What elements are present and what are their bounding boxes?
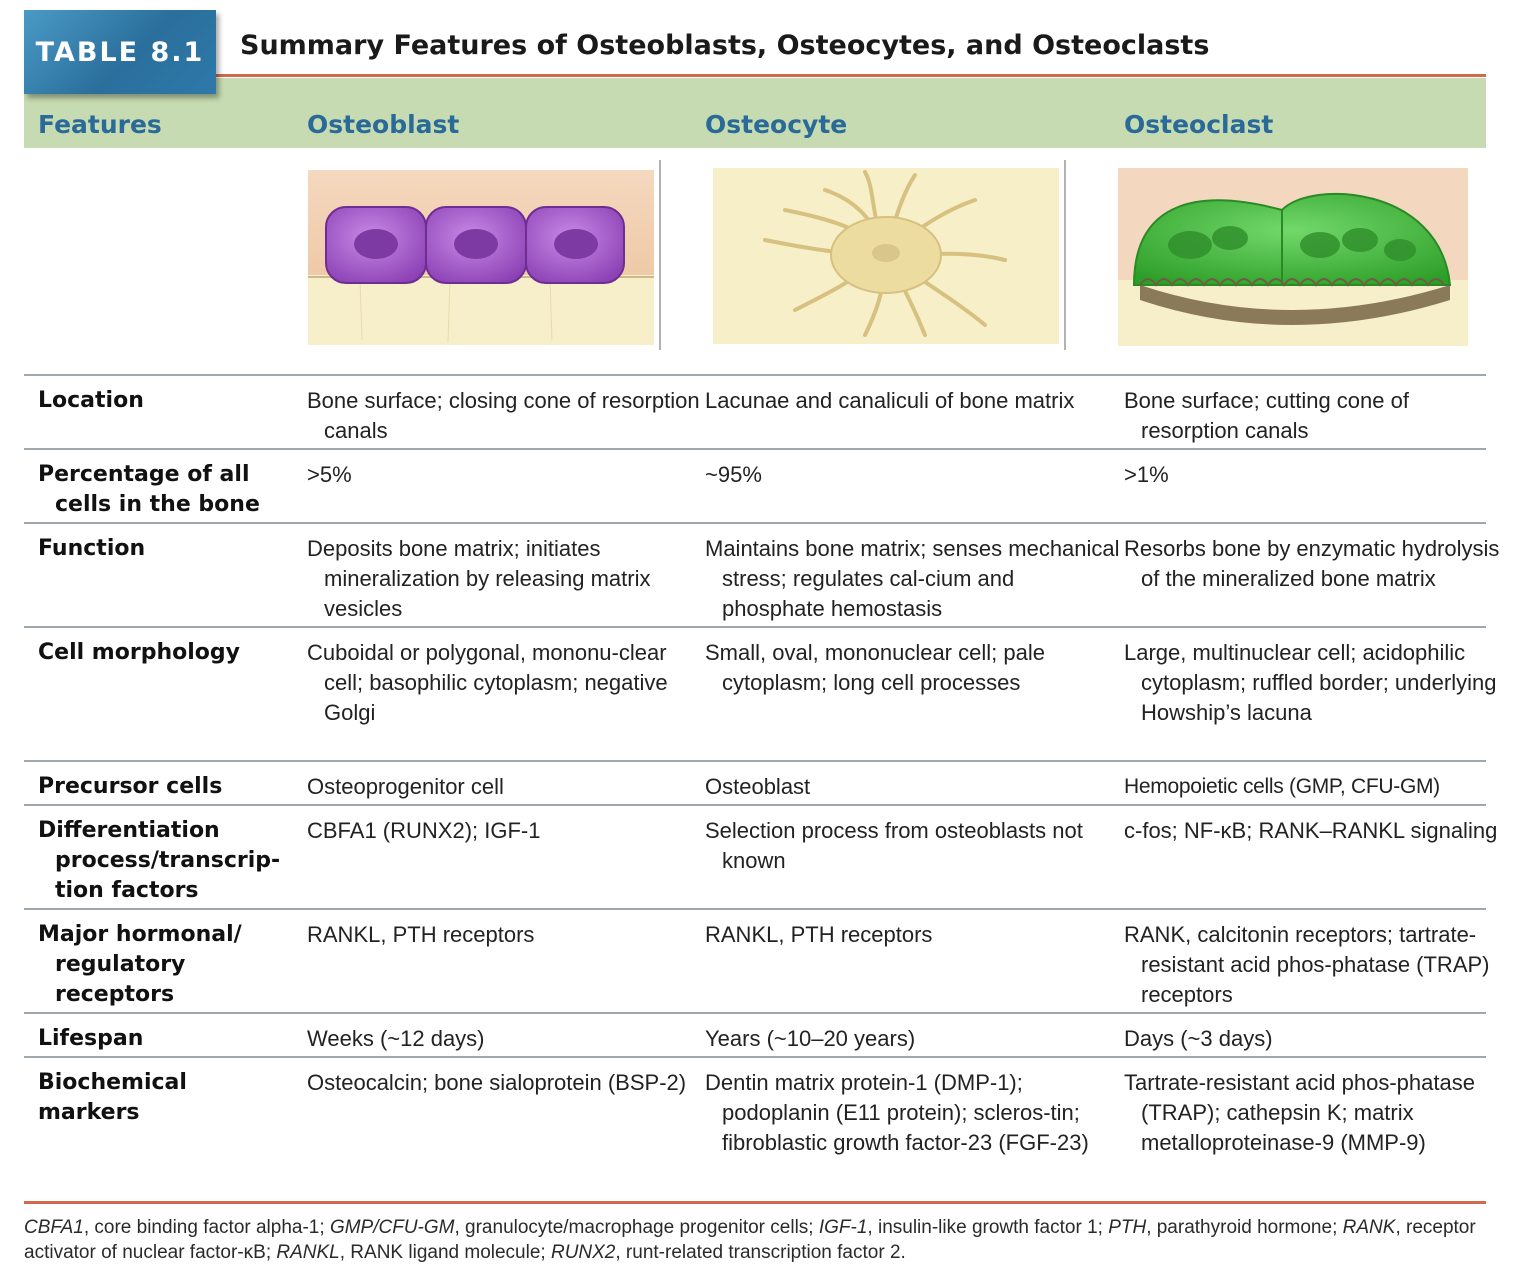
title-rule — [216, 74, 1486, 77]
osteocyte-cell: Years (~10–20 years) — [705, 1026, 916, 1051]
table-row: Biochemical markers Osteocalcin; bone si… — [24, 1056, 1486, 1198]
table-row: Major hormonal/ regulatory receptors RAN… — [24, 908, 1490, 1012]
table-row: Differentiation process/transcrip-tion f… — [24, 804, 1497, 908]
footnote-term: RUNX2 — [550, 1242, 616, 1263]
footnote-definition: , runt-related transcription factor 2. — [615, 1242, 906, 1263]
table-row: Function Deposits bone matrix; initiates… — [24, 522, 1499, 626]
feature-label: Differentiation process/transcrip-tion f… — [38, 818, 281, 903]
osteoclast-cell: >1% — [1124, 462, 1169, 487]
table-title: Summary Features of Osteoblasts, Osteocy… — [240, 30, 1210, 61]
table-row: Location Bone surface; closing cone of r… — [24, 374, 1486, 448]
osteoclast-cell: c-fos; NF-κB; RANK–RANKL signaling — [1124, 818, 1498, 843]
osteocyte-cell: Lacunae and canaliculi of bone matrix — [705, 388, 1075, 413]
feature-label: Precursor cells — [38, 774, 223, 799]
table-row: Lifespan Weeks (~12 days) Years (~10–20 … — [24, 1012, 1486, 1056]
table-row: Precursor cells Osteoprogenitor cell Ost… — [24, 760, 1486, 804]
footnote-definition: , core binding factor alpha-1; — [83, 1217, 330, 1238]
osteoblast-cell: Deposits bone matrix; initiates minerali… — [307, 536, 651, 621]
osteoblast-illustration — [300, 160, 662, 350]
osteoblast-cell: Osteoprogenitor cell — [307, 774, 504, 799]
feature-label: Location — [38, 388, 144, 413]
osteocyte-cell: ~95% — [705, 462, 762, 487]
feature-label: Major hormonal/ regulatory receptors — [38, 922, 242, 1007]
table-header: TABLE 8.1 Summary Features of Osteoblast… — [24, 8, 1486, 94]
osteoblast-cell: >5% — [307, 462, 352, 487]
osteoclast-cell: Large, multinuclear cell; acidophilic cy… — [1124, 640, 1497, 725]
feature-label: Lifespan — [38, 1026, 144, 1051]
osteoblast-cell: CBFA1 (RUNX2); IGF-1 — [307, 818, 541, 843]
column-header-features: Features — [38, 110, 162, 139]
osteoblast-cell: Cuboidal or polygonal, mononu-clear cell… — [307, 640, 668, 725]
column-header-osteoblast: Osteoblast — [307, 110, 460, 139]
footnote-definition: , parathyroid hormone; — [1146, 1217, 1343, 1238]
osteocyte-illustration — [705, 160, 1067, 350]
footnote-term: CBFA1 — [24, 1217, 84, 1238]
feature-label: Percentage of all cells in the bone — [38, 462, 260, 517]
osteoclast-cell: Resorbs bone by enzymatic hydrolysis of … — [1124, 536, 1500, 591]
osteoblast-cell: Weeks (~12 days) — [307, 1026, 485, 1051]
column-header-osteoclast: Osteoclast — [1124, 110, 1274, 139]
cell-illustrations — [0, 148, 1520, 374]
osteocyte-cell: Small, oval, mononuclear cell; pale cyto… — [705, 640, 1045, 695]
osteoclast-cell: RANK, calcitonin receptors; tartrate-res… — [1124, 922, 1490, 1007]
osteoblast-cell: RANKL, PTH receptors — [307, 922, 535, 947]
table-row: Percentage of all cells in the bone >5% … — [24, 448, 1486, 522]
footnote-term: RANK — [1342, 1217, 1396, 1238]
footnote-definition: , receptor activator of nuclear factor-κ… — [24, 1217, 1476, 1263]
footnote-definition: , granulocyte/macrophage progenitor cell… — [454, 1217, 819, 1238]
table-row: Cell morphology Cuboidal or polygonal, m… — [24, 626, 1496, 760]
column-header-osteocyte: Osteocyte — [705, 110, 848, 139]
footnote-term: GMP/CFU-GM — [329, 1217, 455, 1238]
osteoblast-cell: Osteocalcin; bone sialoprotein (BSP-2) — [307, 1070, 687, 1095]
abbreviations-footnote: CBFA1, core binding factor alpha-1; GMP/… — [24, 1215, 1484, 1265]
footnote-term: IGF-1 — [818, 1217, 868, 1238]
osteoclast-cell: Bone surface; cutting cone of resorption… — [1124, 388, 1409, 443]
feature-label: Biochemical markers — [38, 1070, 187, 1125]
footnote-definition: , RANK ligand molecule; — [339, 1242, 551, 1263]
column-header-row: Features Osteoblast Osteocyte Osteoclast — [24, 78, 1486, 148]
osteoclast-illustration — [1110, 160, 1474, 350]
osteoblast-cell: Bone surface; closing cone of resorption… — [307, 388, 700, 443]
table-number-badge: TABLE 8.1 — [24, 10, 216, 94]
osteocyte-cell: Maintains bone matrix; senses mechanical… — [705, 536, 1120, 621]
osteocyte-cell: Osteoblast — [705, 774, 811, 799]
osteocyte-cell: Dentin matrix protein-1 (DMP-1); podopla… — [705, 1070, 1089, 1155]
feature-label: Cell morphology — [38, 640, 240, 665]
osteoclast-cell: Days (~3 days) — [1124, 1026, 1273, 1051]
footnote-definition: , insulin-like growth factor 1; — [867, 1217, 1109, 1238]
osteocyte-cell: Selection process from osteoblasts not k… — [705, 818, 1083, 873]
osteoclast-cell: Hemopoietic cells (GMP, CFU-GM) — [1124, 775, 1440, 798]
osteoclast-cell: Tartrate-resistant acid phos-phatase (TR… — [1124, 1070, 1475, 1155]
footnote-term: RANKL — [276, 1242, 340, 1263]
bottom-rule — [24, 1201, 1486, 1204]
footnote-term: PTH — [1108, 1217, 1147, 1238]
osteocyte-cell: RANKL, PTH receptors — [705, 922, 933, 947]
feature-label: Function — [38, 536, 146, 561]
